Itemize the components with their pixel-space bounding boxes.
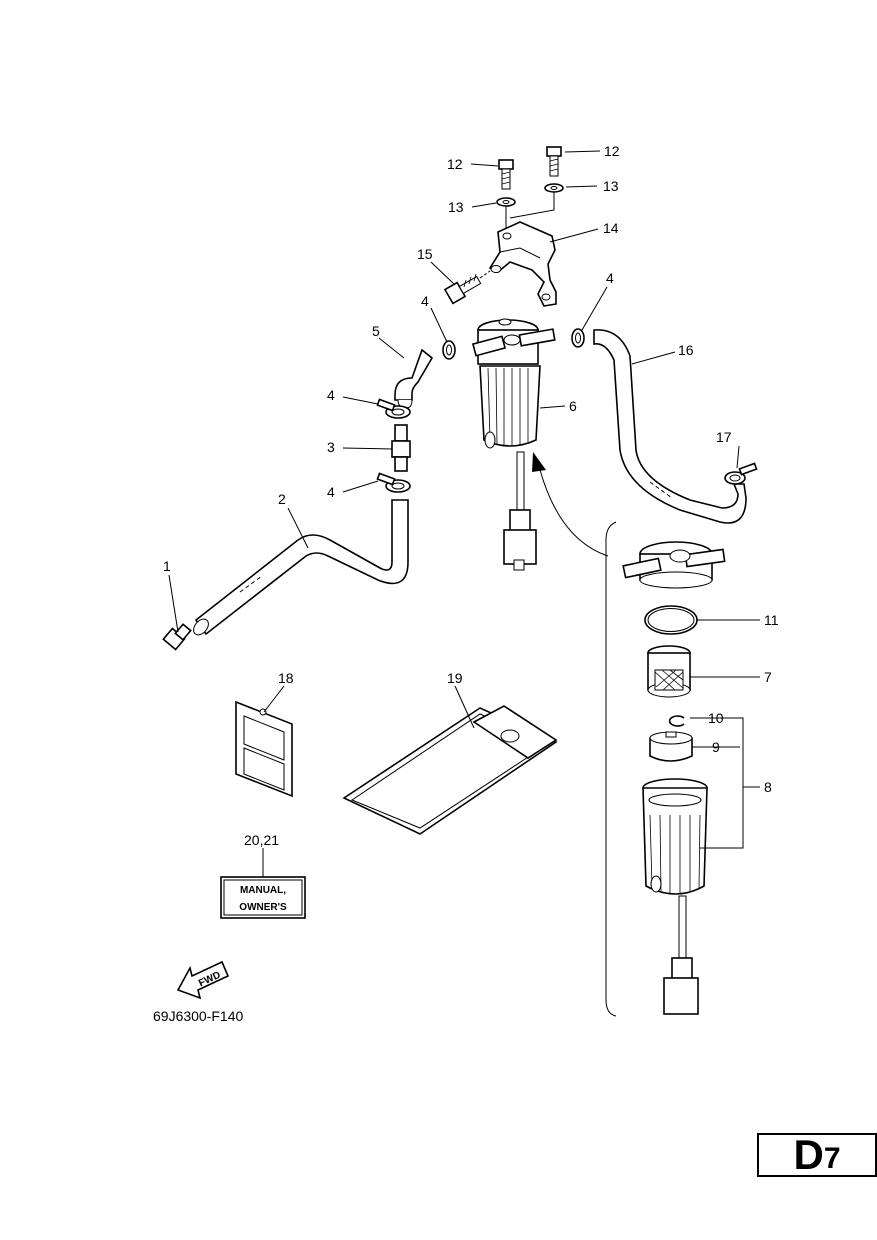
callout-16: 16 [678,342,694,358]
filter-cap-exploded [622,541,726,589]
callout-20-21: 20,21 [244,832,279,848]
callout-12-right: 12 [604,143,620,159]
callout-6: 6 [569,398,577,414]
clamp-4-a [442,340,456,360]
callout-19: 19 [447,670,463,686]
callout-4-upper-left: 4 [421,293,429,309]
hose-2 [193,499,409,636]
callout-17: 17 [716,429,732,445]
washer-13-left [496,197,516,207]
filter-element-7 [647,645,691,698]
hose-16 [593,329,747,524]
callout-8: 8 [764,779,772,795]
callout-4-mid: 4 [327,387,335,403]
callout-13-right: 13 [603,178,619,194]
plug-1 [162,623,192,651]
float-9 [649,731,693,762]
callout-15: 15 [417,246,433,262]
o-ring-11 [644,605,698,635]
callout-13-left: 13 [448,199,464,215]
manual-label-line1: MANUAL, [240,885,286,896]
callout-11: 11 [764,612,779,628]
page-code-number: 7 [823,1142,841,1175]
filter-cup-8 [642,778,708,1015]
clamp-4-d [376,472,411,493]
drawing-code: 69J6300-F140 [153,1008,244,1024]
callout-14: 14 [603,220,619,236]
manual-label-line2: OWNER'S [239,902,287,913]
callout-4-lower: 4 [327,484,335,500]
owners-manual-20-21: MANUAL, OWNER'S [220,876,306,919]
callout-3: 3 [327,439,335,455]
fuel-filter-6 [471,318,556,571]
tool-bag-19 [342,705,558,835]
bolt-12-left [498,159,514,190]
fwd-arrow-icon: FWD [176,960,230,1000]
bolt-12-right [546,146,562,177]
bracket-14 [488,221,557,307]
clamp-17 [724,462,758,485]
washer-13-right [544,183,564,193]
callout-18: 18 [278,670,294,686]
page-code-box: D 7 [757,1133,877,1177]
clamp-4-c [376,398,411,419]
callout-7: 7 [764,669,772,685]
callout-1: 1 [163,558,171,574]
page-code-letter: D [793,1131,824,1178]
callout-9: 9 [712,739,720,755]
hose-5 [394,348,434,409]
clip-10 [668,715,685,727]
callout-12-left: 12 [447,156,463,172]
joint-3 [391,424,411,472]
callout-2: 2 [278,491,286,507]
bolt-15 [443,273,482,305]
callout-5: 5 [372,323,380,339]
clamp-4-b [571,328,585,348]
label-card-18 [235,700,293,798]
callout-10: 10 [708,710,724,726]
callout-4-upper-right: 4 [606,270,614,286]
